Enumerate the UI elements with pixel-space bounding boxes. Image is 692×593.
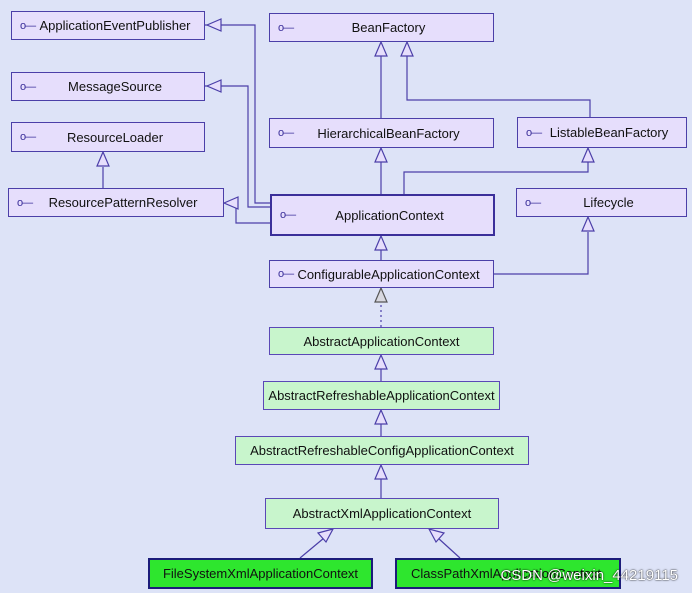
edge-appctx-listable bbox=[403, 162, 589, 194]
node-label: Lifecycle bbox=[583, 195, 634, 210]
arrowhead-hierarchical bbox=[374, 146, 388, 163]
node-lifecycle: o— Lifecycle bbox=[516, 188, 687, 217]
arrowhead-appctx bbox=[374, 234, 388, 251]
arrowhead-resolver bbox=[222, 196, 239, 210]
node-configurable-application-context: o— ConfigurableApplicationContext bbox=[269, 260, 494, 288]
interface-marker-icon: o— bbox=[20, 131, 36, 143]
node-label: ConfigurableApplicationContext bbox=[297, 266, 480, 282]
node-class-path-xml-application-context: ClassPathXmlApplicationContext bbox=[395, 558, 621, 589]
arrowhead-listable bbox=[581, 146, 595, 163]
node-label: ApplicationContext bbox=[335, 207, 444, 223]
node-label: AbstractRefreshableConfigApplicationCont… bbox=[250, 443, 514, 458]
interface-marker-icon: o— bbox=[20, 19, 36, 32]
interface-marker-icon: o— bbox=[525, 196, 541, 209]
node-label: BeanFactory bbox=[351, 20, 426, 35]
interface-marker-icon: o— bbox=[526, 126, 542, 139]
arrowhead-config bbox=[374, 463, 388, 480]
node-abstract-xml-application-context: AbstractXmlApplicationContext bbox=[265, 498, 499, 529]
node-hierarchical-bean-factory: o— HierarchicalBeanFactory bbox=[269, 118, 494, 148]
node-label: FileSystemXmlApplicationContext bbox=[162, 566, 359, 581]
node-bean-factory: o— BeanFactory bbox=[269, 13, 494, 42]
arrowhead-beanfactory-2 bbox=[400, 40, 414, 57]
arrowhead-eventpublisher bbox=[205, 18, 222, 32]
interface-marker-icon: o— bbox=[278, 268, 294, 280]
edge-classpath-xml bbox=[437, 537, 461, 559]
node-abstract-refreshable-application-context: AbstractRefreshableApplicationContext bbox=[263, 381, 500, 410]
interface-marker-icon: o— bbox=[17, 196, 33, 209]
edge-configurable-lifecycle bbox=[494, 232, 589, 275]
node-label: AbstractXmlApplicationContext bbox=[292, 506, 472, 521]
arrowhead-configurable bbox=[374, 286, 388, 303]
interface-marker-icon: o— bbox=[278, 21, 294, 34]
node-application-context: o— ApplicationContext bbox=[270, 194, 495, 236]
interface-marker-icon: o— bbox=[280, 209, 296, 221]
edge-appctx-eventpublisher bbox=[205, 24, 270, 204]
node-message-source: o— MessageSource bbox=[11, 72, 205, 101]
interface-marker-icon: o— bbox=[20, 80, 36, 93]
node-file-system-xml-application-context: FileSystemXmlApplicationContext bbox=[148, 558, 373, 589]
node-application-event-publisher: o— ApplicationEventPublisher bbox=[11, 11, 205, 40]
node-label: AbstractRefreshableApplicationContext bbox=[268, 388, 495, 403]
arrowhead-refreshable bbox=[374, 408, 388, 425]
edge-listable-beanfactory bbox=[406, 56, 591, 117]
arrowhead-messagesource bbox=[205, 79, 222, 93]
node-label: ResourcePatternResolver bbox=[48, 195, 198, 210]
node-listable-bean-factory: o— ListableBeanFactory bbox=[517, 117, 687, 148]
node-abstract-refreshable-config-application-context: AbstractRefreshableConfigApplicationCont… bbox=[235, 436, 529, 465]
node-label: MessageSource bbox=[68, 79, 162, 94]
arrowhead-xml-2 bbox=[427, 528, 446, 544]
node-label: HierarchicalBeanFactory bbox=[317, 125, 460, 141]
node-label: ResourceLoader bbox=[66, 129, 164, 145]
node-resource-pattern-resolver: o— ResourcePatternResolver bbox=[8, 188, 224, 217]
arrowhead-beanfactory-1 bbox=[374, 40, 388, 57]
edge-filesystem-xml bbox=[299, 537, 325, 559]
arrowhead-abstract bbox=[374, 353, 388, 370]
node-label: ClassPathXmlApplicationContext bbox=[411, 566, 602, 581]
watermark: CSDN @weixin_44219115 bbox=[500, 567, 678, 584]
arrowhead-loader bbox=[96, 150, 110, 167]
node-label: ApplicationEventPublisher bbox=[39, 18, 191, 33]
node-label: ListableBeanFactory bbox=[549, 125, 669, 140]
node-resource-loader: o— ResourceLoader bbox=[11, 122, 205, 152]
arrowhead-lifecycle bbox=[581, 215, 595, 232]
interface-marker-icon: o— bbox=[278, 127, 294, 139]
arrowhead-xml-1 bbox=[316, 528, 335, 544]
node-abstract-application-context: AbstractApplicationContext bbox=[269, 327, 494, 355]
node-label: AbstractApplicationContext bbox=[303, 333, 460, 349]
edge-appctx-messagesource bbox=[205, 85, 270, 208]
